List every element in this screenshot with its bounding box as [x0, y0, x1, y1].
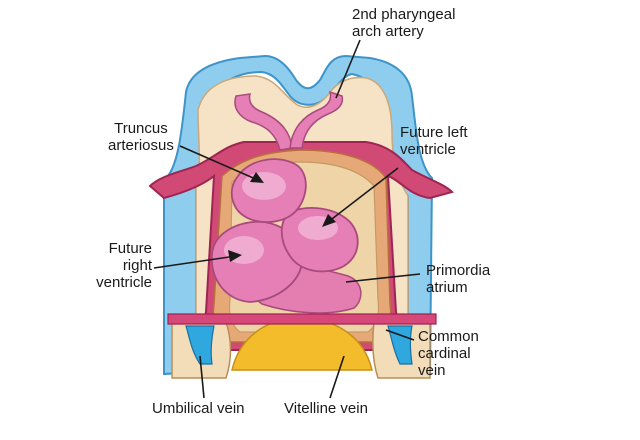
label-primordia-atrium: Primordia atrium: [426, 262, 491, 296]
leader-vitelline-vein: [329, 355, 345, 399]
label-future-right-ventricle: Future right ventricle: [96, 240, 152, 291]
label-common-cardinal-vein: Common cardinal vein: [418, 328, 479, 379]
label-umbilical-vein: Umbilical vein: [152, 400, 245, 417]
septum-transversum-band: [167, 313, 437, 325]
leader-future-right-ventricle: [153, 255, 237, 269]
leader-pharyngeal-artery: [335, 39, 361, 99]
arrowhead-truncus: [250, 172, 264, 183]
leader-future-left-ventricle: [327, 167, 399, 223]
arrowhead-right-ventricle: [228, 250, 242, 262]
pharyngeal-artery-right: [289, 90, 344, 149]
leader-truncus-arteriosus: [179, 145, 259, 181]
label-pharyngeal-arch-artery: 2nd pharyngeal arch artery: [352, 6, 456, 40]
leader-umbilical-vein: [199, 355, 205, 399]
arrowhead-left-ventricle: [322, 214, 336, 227]
label-future-left-ventricle: Future left ventricle: [400, 124, 468, 158]
label-vitelline-vein: Vitelline vein: [284, 400, 368, 417]
left-vein: [185, 325, 215, 365]
label-truncus-arteriosus: Truncus arteriosus: [108, 120, 174, 154]
right-vein: [387, 325, 413, 365]
leader-primordia-atrium: [345, 273, 421, 283]
leader-common-cardinal-vein: [385, 329, 415, 341]
